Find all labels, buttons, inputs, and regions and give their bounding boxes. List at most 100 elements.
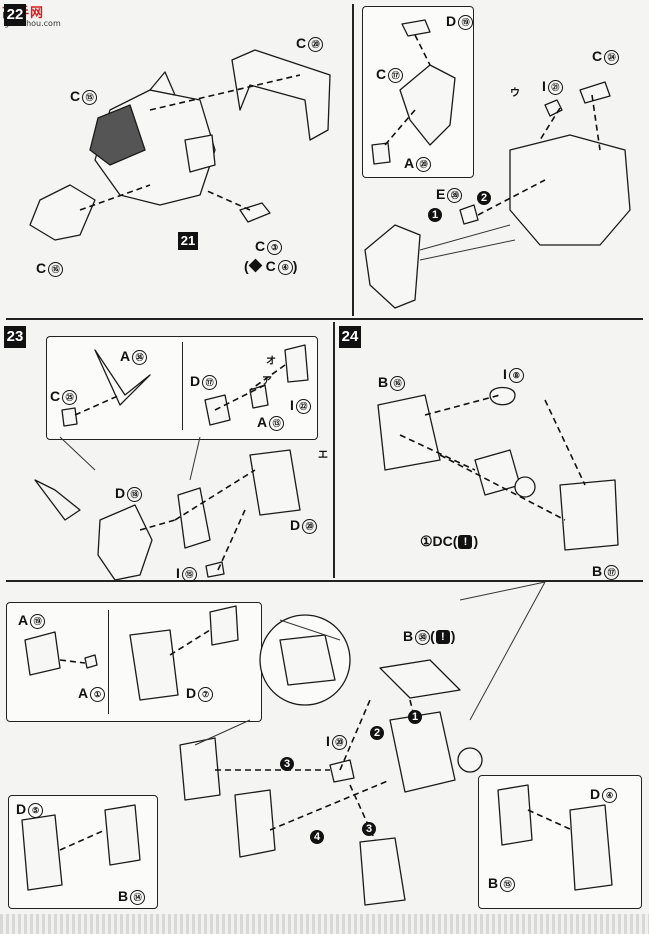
e39-part — [459, 204, 479, 225]
label-c25-number: ㉕ — [62, 390, 78, 405]
label-d4-letter: D — [590, 786, 601, 802]
torso-core-part — [389, 711, 456, 793]
dc1-ball — [514, 476, 536, 498]
c3-small-part — [239, 202, 271, 223]
label-dc1: ①DC(!) — [420, 533, 478, 550]
b14-part — [104, 804, 141, 866]
c17-part — [399, 64, 456, 146]
label-b14-letter: B — [118, 888, 129, 904]
label-d19-number: ⑲ — [458, 15, 474, 30]
inset-divider-2 — [108, 610, 110, 714]
warning-icon: ! — [435, 630, 450, 644]
small-wedge-part — [209, 605, 239, 646]
label-c4-letter: C — [265, 258, 276, 274]
label-b16-number: ⑯ — [390, 376, 406, 391]
label-i15-letter: I — [176, 565, 180, 581]
i8-part — [489, 386, 516, 406]
c16-face-part — [29, 184, 96, 241]
step-number-24: 24 — [339, 326, 361, 348]
label-i15-number: ⑮ — [181, 567, 197, 582]
c20-cover-part — [231, 49, 331, 141]
label-d5-letter: D — [16, 801, 27, 817]
label-d7-letter: D — [186, 685, 197, 701]
label-c15-letter: C — [70, 88, 81, 104]
label-c20-letter: C — [296, 35, 307, 51]
marker-e: エ — [318, 450, 328, 461]
label-b17-number: ⑰ — [604, 565, 620, 580]
step-ref-21: 21 — [178, 232, 198, 250]
panel-divider-v1 — [352, 4, 354, 316]
armor-mid-part — [234, 789, 276, 858]
label-d18-number: ⑱ — [127, 487, 143, 502]
label-i20-letter: I — [326, 733, 330, 749]
label-b30-number: ㉚ — [415, 630, 431, 645]
panel-divider-h1 — [6, 318, 643, 320]
label-d20-letter: D — [290, 517, 301, 533]
label-c20-number: ⑳ — [308, 37, 324, 52]
head-d18-part — [97, 504, 153, 581]
label-c17-letter: C — [376, 66, 387, 82]
label-c4-number: ④ — [277, 260, 293, 275]
label-i22-letter: I — [290, 397, 294, 413]
label-i20-number: ⑳ — [331, 735, 347, 750]
label-i21-number: ㉑ — [547, 80, 563, 95]
sequence-marker-3b: 3 — [362, 822, 376, 836]
label-a36-letter: A — [120, 348, 131, 364]
warning-icon: ! — [458, 535, 473, 549]
label-a1-letter: A — [78, 685, 89, 701]
b30-part — [379, 659, 461, 699]
torso-ball — [457, 747, 483, 773]
armor-bottom-part — [359, 837, 406, 906]
inset-divider — [182, 342, 184, 430]
label-d20-number: ⑳ — [302, 519, 318, 534]
panel-divider-v2 — [333, 322, 335, 578]
label-c24-letter: C — [592, 48, 603, 64]
armor-left-part — [179, 737, 221, 801]
label-c3-number: ③ — [267, 240, 283, 255]
label-dc1-text: ①DC( — [420, 533, 458, 549]
label-d4-number: ④ — [602, 788, 618, 803]
head-visor-part — [89, 104, 146, 166]
a20-part — [371, 142, 391, 165]
sequence-marker-4: 4 — [310, 830, 324, 844]
label-b15-number: ⑮ — [500, 877, 516, 892]
label-i8-letter: I — [503, 366, 507, 382]
label-e39-letter: E — [436, 186, 446, 202]
label-d17-letter: D — [190, 373, 201, 389]
mid-part — [177, 487, 211, 549]
d19-part — [401, 19, 431, 37]
b30-part-zoom — [279, 634, 336, 686]
label-a20-number: ⑳ — [416, 157, 432, 172]
a1-part — [84, 654, 98, 669]
i15-part — [205, 561, 225, 578]
scan-bottom-strip — [0, 914, 649, 934]
d7-part — [129, 629, 179, 701]
head-top-fin — [149, 71, 176, 96]
label-b15-letter: B — [488, 875, 499, 891]
label-d17-number: ⑰ — [202, 375, 218, 390]
step-number-22: 22 — [4, 4, 26, 26]
watermark-url: gao-shou.com — [4, 19, 61, 28]
label-a36-number: ㊱ — [132, 350, 148, 365]
label-d19-letter: D — [446, 13, 457, 29]
label-a20-letter: A — [404, 155, 415, 171]
label-d7-number: ⑦ — [198, 687, 214, 702]
